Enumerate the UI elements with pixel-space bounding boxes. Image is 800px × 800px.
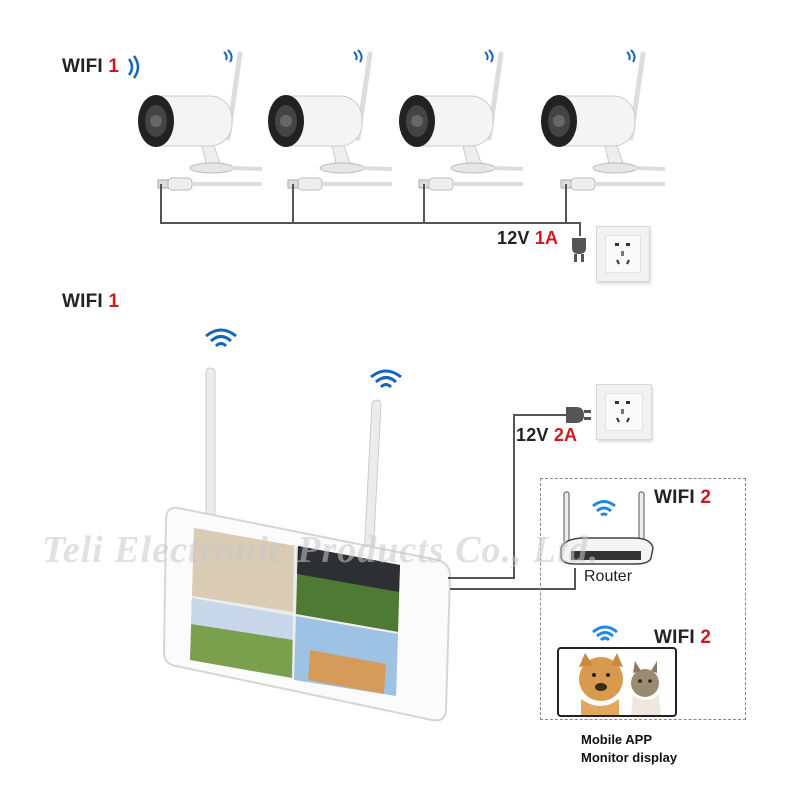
- power-wire: [160, 184, 162, 224]
- wifi-label-number: 2: [700, 627, 712, 648]
- bullet-camera-icon: [268, 49, 393, 191]
- power-wire: [579, 222, 581, 236]
- wifi-signal-icon: [127, 55, 140, 79]
- nvr-power-spec: 12V 2A: [516, 425, 577, 446]
- camera-3: [393, 48, 524, 198]
- wall-outlet: [596, 384, 652, 440]
- wifi-signal-icon: [370, 369, 402, 389]
- wifi-label-text: WIFI: [62, 291, 109, 312]
- bullet-camera-icon: [541, 49, 666, 191]
- mobile-app-caption: Mobile APP Monitor display: [581, 731, 677, 767]
- mobile-app-display: [557, 647, 677, 717]
- wifi-1-label-nvr: WIFI 1: [62, 291, 119, 313]
- wifi-label-text: WIFI: [654, 627, 701, 648]
- power-wire: [448, 577, 514, 579]
- power-plug-icon: [572, 238, 586, 262]
- power-wire: [565, 184, 567, 224]
- wifi-label-text: WIFI: [62, 56, 109, 77]
- camera-4: [535, 48, 666, 198]
- current-text: 1A: [534, 228, 559, 248]
- socket-holes-icon: [615, 401, 630, 423]
- wifi-signal-icon: [592, 625, 618, 642]
- voltage-text: 12V: [516, 425, 554, 445]
- camera-power-spec: 12V 1A: [497, 228, 558, 249]
- wifi-label-number: 1: [108, 56, 120, 77]
- power-bus-wire: [160, 222, 580, 224]
- wifi-label-number: 1: [108, 291, 120, 312]
- power-plug-icon: [566, 407, 591, 423]
- power-wire: [513, 414, 567, 416]
- pet-image: [579, 653, 661, 715]
- wall-outlet: [596, 226, 650, 282]
- caption-line-2: Monitor display: [581, 750, 678, 765]
- wifi-signal-icon: [205, 328, 237, 348]
- wifi-2-label-router: WIFI 2: [654, 487, 711, 509]
- power-wire: [513, 414, 515, 579]
- bullet-camera-icon: [138, 49, 263, 191]
- wifi-label-text: WIFI: [654, 487, 701, 508]
- camera-1: [132, 48, 263, 198]
- wireless-nvr-monitor: [162, 367, 452, 722]
- current-text: 2A: [553, 425, 578, 445]
- power-wire: [292, 184, 294, 224]
- wifi-2-network-zone: [540, 478, 746, 720]
- wifi-2-label-mobile: WIFI 2: [654, 627, 711, 649]
- wifi-1-label-top: WIFI 1: [62, 56, 119, 78]
- network-cable: [450, 588, 576, 590]
- power-wire: [423, 184, 425, 224]
- voltage-text: 12V: [497, 228, 535, 248]
- camera-2: [262, 48, 393, 198]
- watermark-text: Teli Electronic Products Co., Ltd.: [42, 529, 600, 571]
- bullet-camera-icon: [399, 49, 524, 191]
- wifi-label-number: 2: [700, 487, 712, 508]
- router-label: Router: [584, 568, 633, 585]
- caption-line-1: Mobile APP: [581, 732, 653, 747]
- socket-holes-icon: [615, 243, 630, 265]
- router-icon: [560, 491, 654, 565]
- network-cable: [574, 568, 576, 590]
